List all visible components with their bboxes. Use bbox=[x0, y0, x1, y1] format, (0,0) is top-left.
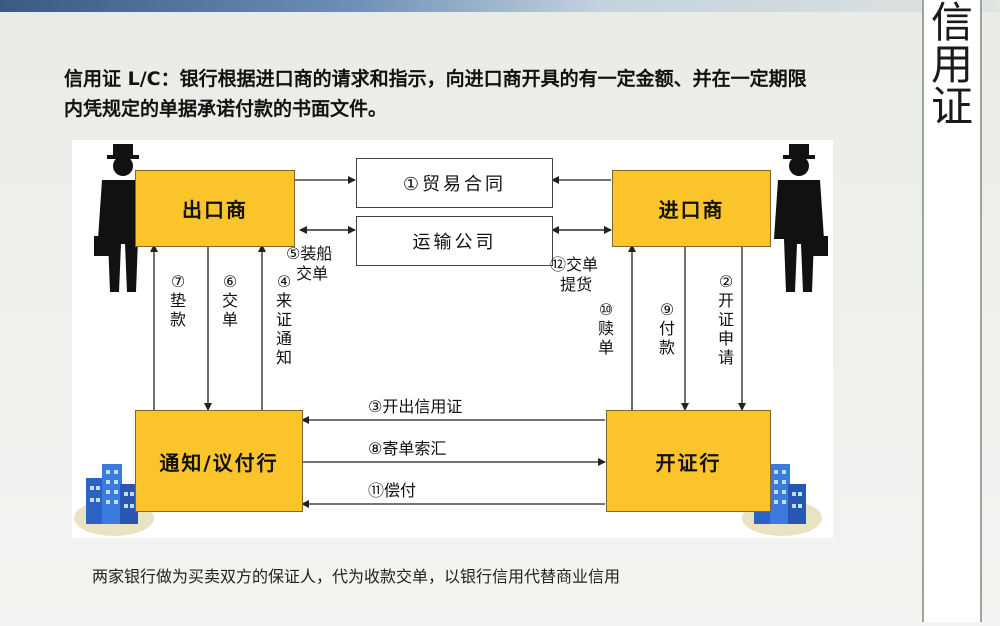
step11-label: ⑪偿付 bbox=[368, 481, 417, 500]
step2-label: ②开证申请 bbox=[717, 272, 734, 367]
side-title-panel: 信 用 证 bbox=[922, 0, 982, 622]
step7-label: ⑦垫款 bbox=[169, 272, 186, 329]
step10-label: ⑩赎单 bbox=[597, 300, 614, 357]
side-title-char: 用 bbox=[930, 40, 973, 89]
building-icon bbox=[74, 464, 154, 536]
summary-caption: 两家银行做为买卖双方的保证人，代为收款交单，以银行信用代替商业信用 bbox=[92, 567, 621, 586]
step3-label: ③开出信用证 bbox=[368, 397, 463, 416]
step4-label: ④来证通知 bbox=[275, 272, 292, 367]
side-title: 信 用 证 bbox=[924, 2, 980, 128]
step8-label: ⑧寄单索汇 bbox=[368, 439, 447, 458]
businessman-icon bbox=[774, 144, 828, 292]
importer-box: 进口商 bbox=[612, 170, 771, 247]
step6-label: ⑥交单 bbox=[221, 272, 238, 329]
exporter-box: 出口商 bbox=[135, 170, 295, 247]
trade-contract-box: ①贸易合同 bbox=[356, 158, 553, 208]
lc-flow-diagram: 出口商 进口商 ①贸易合同 运输公司 通知/议付行 开证行 ⑤装船 交单 ⑫交单… bbox=[72, 140, 833, 538]
flow-arrows bbox=[150, 176, 746, 508]
step5-label: ⑤装船 交单 bbox=[286, 244, 333, 283]
advising-bank-box: 通知/议付行 bbox=[135, 410, 303, 512]
side-title-char: 信 bbox=[930, 0, 973, 47]
issuing-bank-box: 开证行 bbox=[606, 410, 771, 512]
top-decor-band bbox=[0, 0, 1000, 12]
step9-label: ⑨付款 bbox=[658, 300, 675, 357]
definition-heading: 信用证 L/C：银行根据进口商的请求和指示，向进口商开具的有一定金额、并在一定期… bbox=[64, 68, 807, 120]
side-title-char: 证 bbox=[930, 82, 973, 131]
step12-label: ⑫交单 提货 bbox=[550, 255, 599, 294]
shipping-company-box: 运输公司 bbox=[356, 216, 553, 266]
